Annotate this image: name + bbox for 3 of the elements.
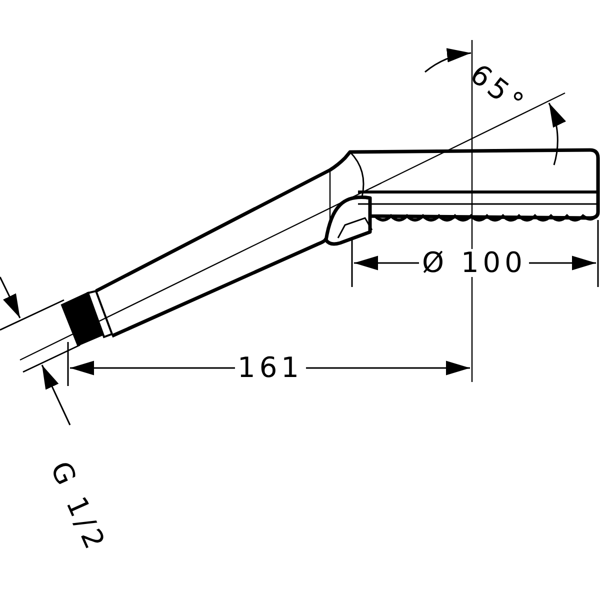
angle-label: 65° [462,58,534,122]
thread-label: G 1/2 [44,456,112,560]
dimension-label: Ø 100 [419,249,530,277]
